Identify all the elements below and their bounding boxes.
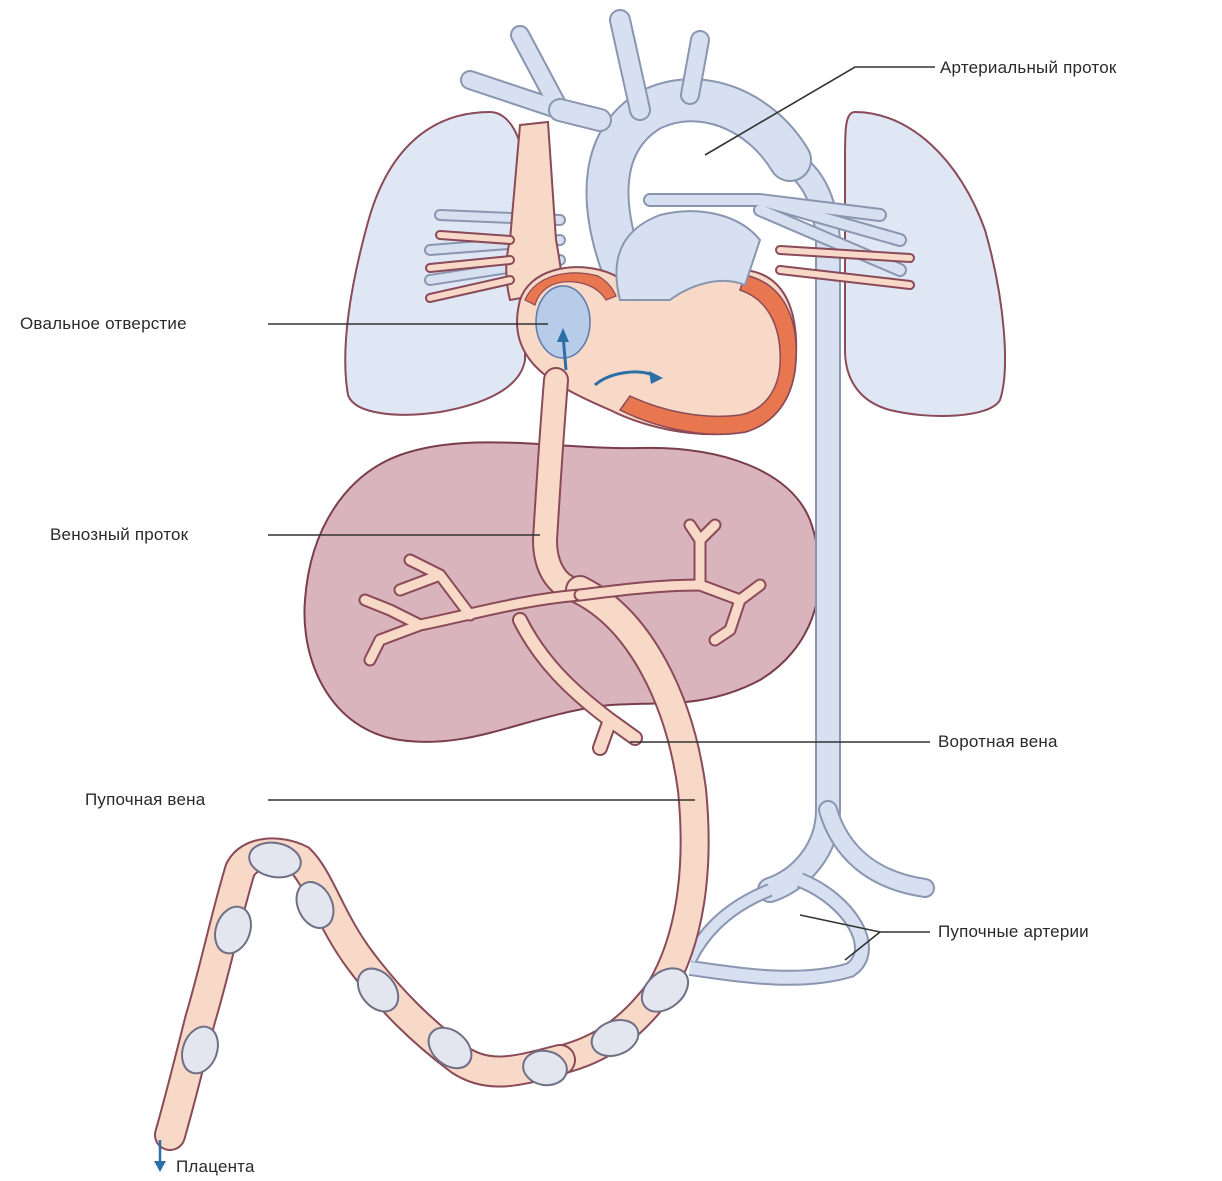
leader-umbilical-arteries-1 bbox=[800, 915, 930, 932]
label-placenta: Плацента bbox=[176, 1157, 255, 1177]
label-umbilical-arteries: Пупочные артерии bbox=[938, 922, 1089, 942]
label-portal-vein: Воротная вена bbox=[938, 732, 1058, 752]
label-umbilical-vein: Пупочная вена bbox=[85, 790, 205, 810]
label-ductus-arteriosus: Артериальный проток bbox=[940, 58, 1117, 78]
placenta-arrowhead bbox=[154, 1161, 166, 1172]
label-foramen-ovale: Овальное отверстие bbox=[20, 314, 187, 334]
label-ductus-venosus: Венозный проток bbox=[50, 525, 188, 545]
